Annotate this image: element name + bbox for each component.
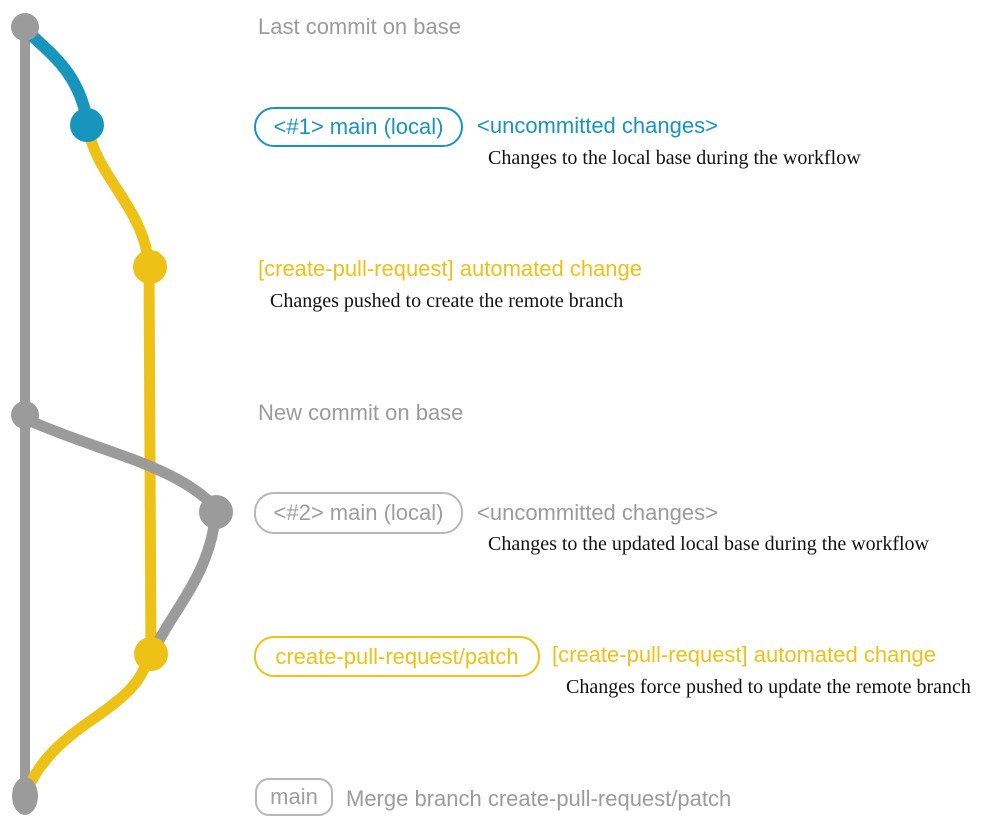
commit-desc-automated-1: Changes pushed to create the remote bran… (270, 290, 624, 312)
commit-node-automated-2 (134, 637, 168, 671)
label-merge-branch: Merge branch create-pull-request/patch (346, 786, 732, 811)
commit-desc-uncommitted-2: Changes to the updated local base during… (488, 533, 929, 555)
commit-desc-uncommitted-1: Changes to the local base during the wor… (488, 147, 861, 169)
commit-title-uncommitted-1: <uncommitted changes> (477, 113, 718, 138)
commit-title-automated-2: [create-pull-request] automated change (552, 642, 937, 667)
branch-edge-remote-patch-1 (82, 122, 154, 264)
remote-branch-line (143, 259, 157, 660)
merge-edge-into-base (22, 655, 153, 794)
branch-edge-local-main-1 (20, 24, 93, 126)
commit-node-local-1 (70, 108, 104, 142)
branch-badge-main-local-2: <#2> main (local) (254, 492, 463, 534)
branch-badge-main: main (255, 778, 333, 816)
commit-node-new-base (11, 401, 39, 429)
commit-node-local-2 (199, 495, 233, 529)
branch-badge-patch: create-pull-request/patch (254, 636, 540, 677)
commit-desc-automated-2: Changes force pushed to update the remot… (566, 676, 971, 698)
label-new-commit-on-base: New commit on base (258, 400, 464, 425)
commit-node-last-base (11, 13, 39, 41)
commit-title-automated-1: [create-pull-request] automated change (258, 256, 643, 281)
rebase-edge-into-patch (149, 512, 221, 654)
label-last-commit-on-base: Last commit on base (258, 14, 461, 39)
commit-title-uncommitted-2: <uncommitted changes> (477, 500, 718, 525)
branch-edge-local-main-2 (22, 414, 219, 511)
commit-node-automated-1 (133, 250, 167, 284)
commit-node-merge (12, 777, 38, 815)
branch-badge-main-local-1: <#1> main (local) (254, 107, 463, 147)
